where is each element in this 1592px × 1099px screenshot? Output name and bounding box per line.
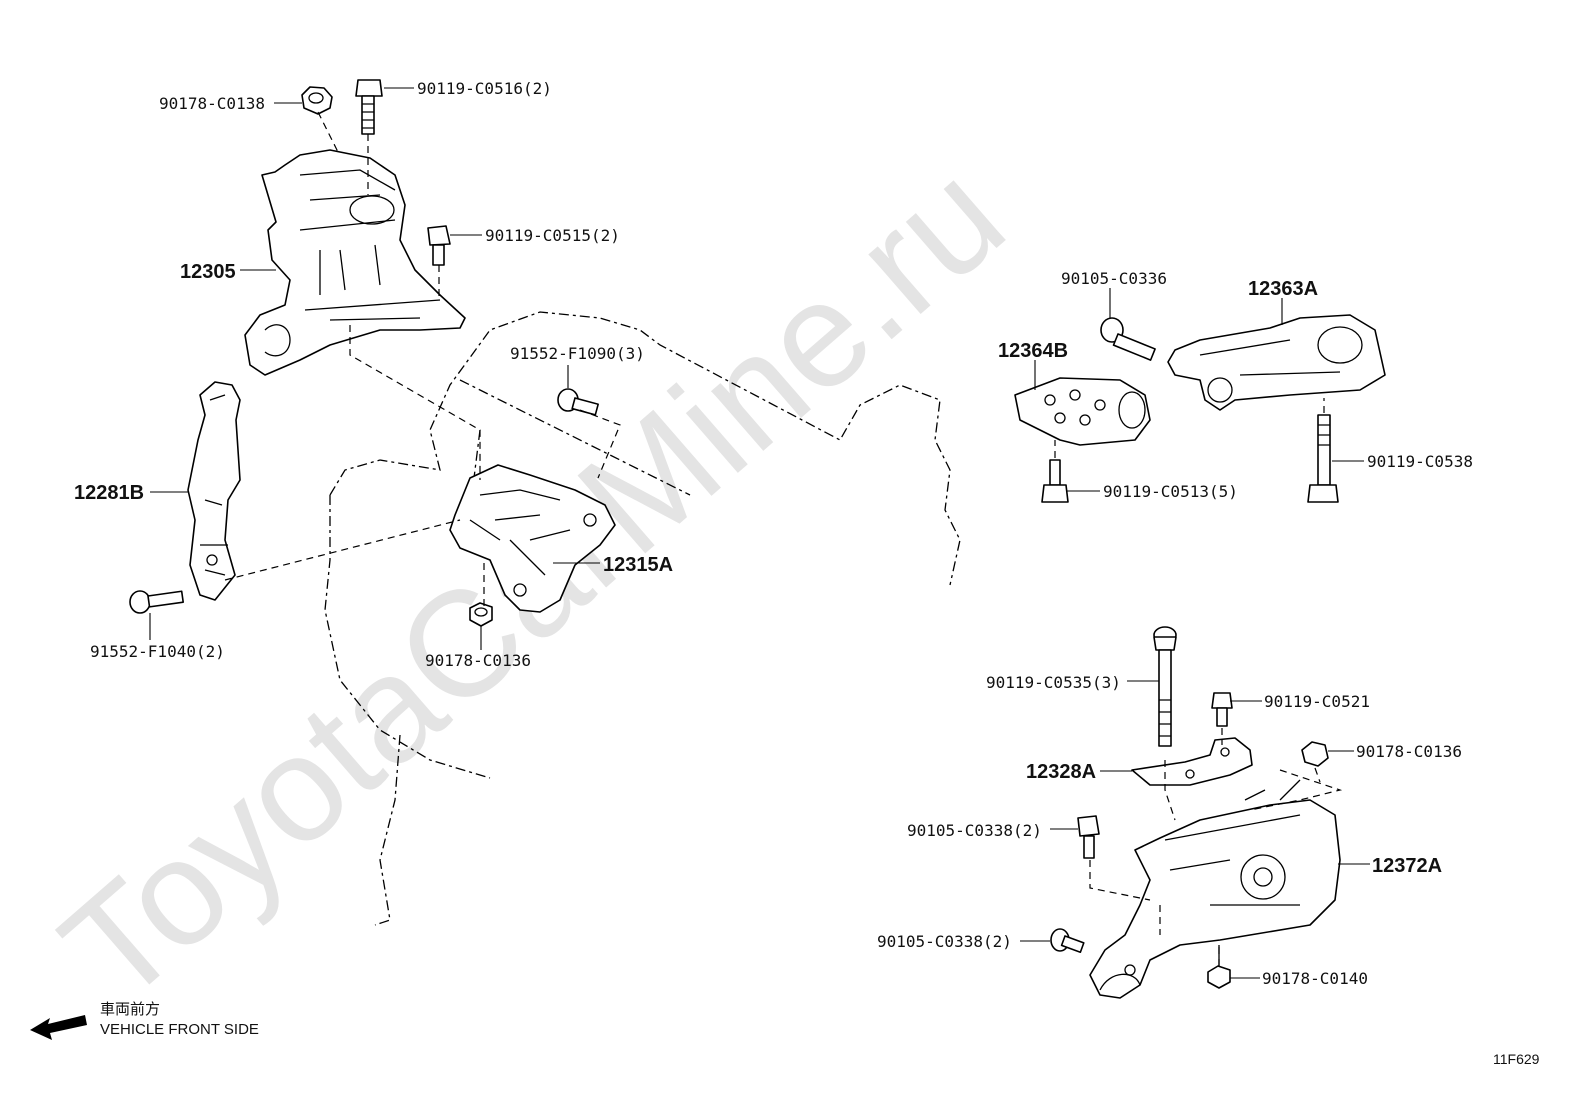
vehicle-front-legend: 車両前方 VEHICLE FRONT SIDE bbox=[30, 1001, 259, 1040]
bolt-90119-C0538 bbox=[1307, 414, 1339, 503]
nut-90178-C0138 bbox=[301, 86, 333, 115]
part-12328A-plate bbox=[1131, 737, 1253, 786]
nut-90178-C0136-right bbox=[1301, 741, 1329, 767]
callout-90178-C0136-right: 90178-C0136 bbox=[1356, 742, 1462, 761]
leader-lines bbox=[149, 87, 1370, 979]
engine-outline bbox=[324, 311, 961, 926]
callout-90119-C0521: 90119-C0521 bbox=[1264, 692, 1370, 711]
callout-90119-C0535: 90119-C0535(3) bbox=[986, 673, 1121, 692]
bolt-91552-F1040 bbox=[129, 590, 185, 614]
callout-90178-C0136-left: 90178-C0136 bbox=[425, 651, 531, 670]
bolt-90119-C0521 bbox=[1211, 692, 1233, 727]
part-12363A-torque-rod bbox=[1167, 314, 1386, 411]
bolt-90105-C0336 bbox=[1100, 317, 1156, 361]
front-arrow-icon bbox=[30, 1015, 87, 1040]
legend-jp: 車両前方 bbox=[100, 1001, 160, 1018]
bolt-90119-C0515 bbox=[427, 225, 451, 266]
legend-en: VEHICLE FRONT SIDE bbox=[100, 1021, 259, 1038]
callout-90105-C0338-b: 90105-C0338(2) bbox=[877, 932, 1012, 951]
part-12315A-bracket bbox=[449, 464, 616, 613]
callout-12363A: 12363A bbox=[1248, 278, 1318, 300]
bolt-90119-C0516 bbox=[355, 79, 383, 135]
callout-12328A: 12328A bbox=[1026, 761, 1096, 783]
callout-12315A: 12315A bbox=[603, 554, 673, 576]
callout-90178-C0138: 90178-C0138 bbox=[159, 94, 265, 113]
nut-90178-C0136-left bbox=[469, 602, 493, 627]
bolt-90105-C0338-upper bbox=[1077, 815, 1100, 859]
bolt-90119-C0513 bbox=[1041, 459, 1069, 503]
callout-12281B: 12281B bbox=[74, 482, 144, 504]
callout-12364B: 12364B bbox=[998, 340, 1068, 362]
callout-12372A: 12372A bbox=[1372, 855, 1442, 877]
bolt-90119-C0535 bbox=[1153, 626, 1177, 747]
callout-91552-F1090: 91552-F1090(3) bbox=[510, 344, 645, 363]
assembly-dashed-lines bbox=[224, 111, 1343, 966]
bolt-91552-F1090 bbox=[557, 388, 599, 416]
callout-90119-C0538: 90119-C0538 bbox=[1367, 452, 1473, 471]
figure-code: 11F629 bbox=[1493, 1051, 1540, 1067]
part-12372A-lower-mount bbox=[1089, 779, 1341, 999]
callout-12305: 12305 bbox=[180, 261, 236, 283]
part-12305-engine-mount bbox=[244, 149, 466, 376]
part-12364B-bracket bbox=[1014, 377, 1151, 446]
part-12281B-bracket bbox=[187, 381, 241, 601]
bolt-90105-C0338-lower bbox=[1050, 928, 1085, 954]
callout-90119-C0516: 90119-C0516(2) bbox=[417, 79, 552, 98]
callout-90105-C0336: 90105-C0336 bbox=[1061, 269, 1167, 288]
callout-90119-C0513: 90119-C0513(5) bbox=[1103, 482, 1238, 501]
callout-90105-C0338-a: 90105-C0338(2) bbox=[907, 821, 1042, 840]
callout-91552-F1040: 91552-F1040(2) bbox=[90, 642, 225, 661]
callout-90178-C0140: 90178-C0140 bbox=[1262, 969, 1368, 988]
callout-90119-C0515: 90119-C0515(2) bbox=[485, 226, 620, 245]
